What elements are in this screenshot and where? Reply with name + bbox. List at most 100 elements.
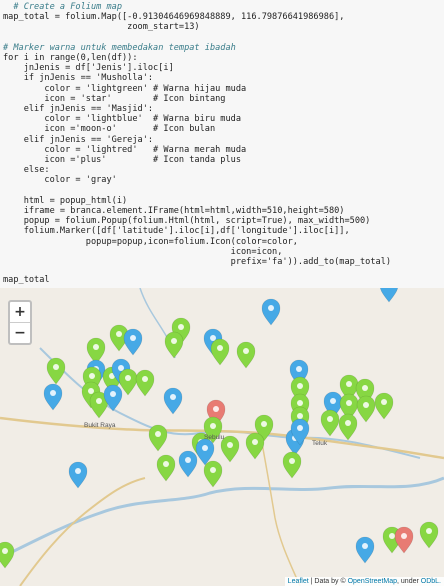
map-marker-blue[interactable] bbox=[68, 461, 88, 489]
code-line: iframe = branca.element.IFrame(html=html… bbox=[3, 206, 345, 216]
code-line: popup = folium.Popup(folium.Html(html, s… bbox=[3, 216, 371, 227]
marker-glyph-icon bbox=[268, 305, 274, 311]
map-marker-green[interactable] bbox=[356, 395, 376, 423]
map-marker-green[interactable] bbox=[0, 541, 15, 569]
code-line: html = popup_html(i) bbox=[3, 195, 128, 206]
map-marker-green[interactable] bbox=[156, 454, 176, 482]
map-marker-blue[interactable] bbox=[163, 387, 183, 415]
marker-glyph-icon bbox=[363, 402, 369, 408]
town-label: Sebulu bbox=[204, 434, 225, 441]
map-marker-green[interactable] bbox=[203, 416, 223, 444]
map-marker-blue[interactable] bbox=[261, 298, 281, 326]
map-marker-green[interactable] bbox=[135, 369, 155, 397]
marker-glyph-icon bbox=[243, 348, 249, 354]
osm-link[interactable]: OpenStreetMap bbox=[347, 578, 398, 585]
map-marker-blue[interactable] bbox=[103, 384, 123, 412]
map-attribution: Leaflet | Data by © OpenStreetMap, under… bbox=[284, 577, 444, 586]
marker-glyph-icon bbox=[178, 324, 184, 330]
marker-glyph-icon bbox=[171, 338, 177, 344]
map-base-layer bbox=[0, 288, 444, 586]
marker-glyph-icon bbox=[88, 388, 94, 394]
map-marker-green[interactable] bbox=[282, 451, 302, 479]
code-line: color = 'lightred' # Warna merah muda bbox=[3, 144, 247, 155]
attribution-under: , under bbox=[397, 578, 421, 585]
code-line: color = 'gray' bbox=[3, 175, 117, 186]
map-marker-blue[interactable] bbox=[355, 536, 375, 564]
leaflet-link[interactable]: Leaflet bbox=[287, 578, 309, 585]
map-marker-blue[interactable] bbox=[380, 288, 398, 303]
map-marker-blue[interactable] bbox=[178, 450, 198, 478]
code-line: # Marker warna untuk membedakan tempat i… bbox=[3, 42, 236, 53]
code-line: icon = 'star' # Icon bintang bbox=[3, 93, 226, 104]
marker-glyph-icon bbox=[297, 400, 303, 406]
code-line: color = 'lightblue' # Warna biru muda bbox=[3, 114, 241, 125]
marker-glyph-icon bbox=[118, 365, 124, 371]
marker-glyph-icon bbox=[252, 439, 258, 445]
marker-glyph-icon bbox=[261, 421, 267, 427]
marker-glyph-icon bbox=[130, 335, 136, 341]
zoom-in-button[interactable]: + bbox=[10, 302, 30, 323]
map-marker-green[interactable] bbox=[419, 521, 439, 549]
marker-glyph-icon bbox=[426, 528, 432, 534]
code-line: zoom_start=13) bbox=[3, 22, 200, 33]
map-marker-green[interactable] bbox=[338, 413, 358, 441]
map-marker-blue[interactable] bbox=[43, 383, 63, 411]
map-marker-green[interactable] bbox=[148, 424, 168, 452]
map-marker-blue[interactable] bbox=[195, 438, 215, 466]
marker-glyph-icon bbox=[116, 331, 122, 337]
map-marker-green[interactable] bbox=[164, 331, 184, 359]
code-line: popup=popup,icon=folium.Icon(color=color… bbox=[3, 236, 298, 247]
odbl-link[interactable]: ODbL. bbox=[420, 578, 441, 585]
map-marker-green[interactable] bbox=[339, 393, 359, 421]
marker-glyph-icon bbox=[210, 467, 216, 473]
map-marker-green[interactable] bbox=[210, 338, 230, 366]
marker-glyph-icon bbox=[297, 383, 303, 389]
map-marker-blue[interactable] bbox=[290, 418, 310, 446]
code-line: if jnJenis == 'Musholla': bbox=[3, 73, 154, 84]
zoom-out-button[interactable]: − bbox=[14, 325, 26, 341]
code-line: icon=icon, bbox=[3, 246, 283, 257]
marker-glyph-icon bbox=[297, 425, 303, 431]
marker-glyph-icon bbox=[389, 533, 395, 539]
marker-glyph-icon bbox=[125, 375, 131, 381]
map-marker-green[interactable] bbox=[236, 341, 256, 369]
marker-glyph-icon bbox=[110, 391, 116, 397]
marker-glyph-icon bbox=[346, 400, 352, 406]
map-marker-green[interactable] bbox=[109, 324, 129, 352]
code-line: color = 'lightgreen' # Warna hijau muda bbox=[3, 83, 247, 94]
map-marker-green[interactable] bbox=[220, 435, 240, 463]
map-marker-green[interactable] bbox=[86, 337, 106, 365]
marker-glyph-icon bbox=[163, 461, 169, 467]
marker-glyph-icon bbox=[210, 335, 216, 341]
marker-glyph-icon bbox=[327, 416, 333, 422]
marker-glyph-icon bbox=[155, 431, 161, 437]
zoom-control: + − bbox=[8, 300, 32, 345]
attribution-text: | Data by © bbox=[308, 578, 348, 585]
map-marker-green[interactable] bbox=[46, 357, 66, 385]
map-marker-green[interactable] bbox=[118, 368, 138, 396]
marker-glyph-icon bbox=[227, 442, 233, 448]
cell-output-label: map_total bbox=[3, 275, 50, 285]
marker-glyph-icon bbox=[75, 468, 81, 474]
marker-glyph-icon bbox=[210, 423, 216, 429]
marker-glyph-icon bbox=[89, 373, 95, 379]
marker-glyph-icon bbox=[202, 445, 208, 451]
marker-glyph-icon bbox=[170, 394, 176, 400]
map-marker-green[interactable] bbox=[320, 409, 340, 437]
marker-glyph-icon bbox=[362, 385, 368, 391]
marker-glyph-icon bbox=[213, 406, 219, 412]
map-marker-red[interactable] bbox=[394, 526, 414, 554]
marker-glyph-icon bbox=[109, 373, 115, 379]
code-line: icon ='plus' # Icon tanda plus bbox=[3, 155, 241, 165]
map-marker-green[interactable] bbox=[245, 432, 265, 460]
map-marker-green[interactable] bbox=[374, 392, 394, 420]
marker-glyph-icon bbox=[346, 381, 352, 387]
marker-glyph-icon bbox=[401, 533, 407, 539]
map-marker-green[interactable] bbox=[89, 391, 109, 419]
map-marker-blue[interactable] bbox=[123, 328, 143, 356]
code-line: # Create a Folium map bbox=[3, 2, 122, 12]
marker-glyph-icon bbox=[93, 344, 99, 350]
map-marker-green[interactable] bbox=[203, 460, 223, 488]
